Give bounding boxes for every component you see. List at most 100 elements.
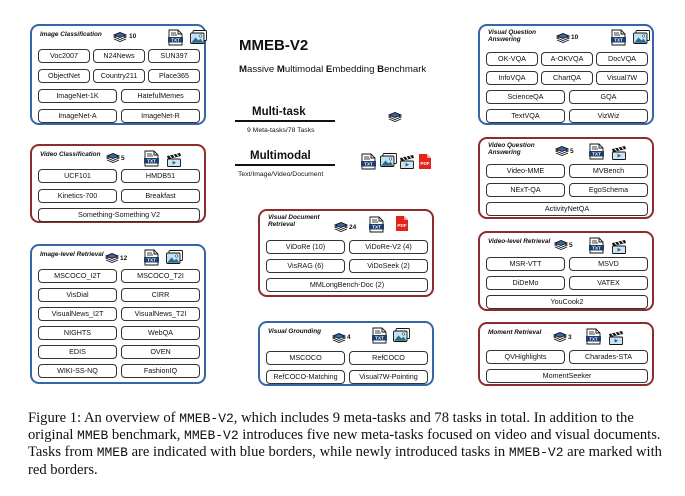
text-document-icon-wrap: TXT bbox=[168, 29, 183, 51]
task-cell: VisualNews_I2T bbox=[38, 307, 117, 321]
subtitle-word-rest: mbedding bbox=[332, 64, 378, 75]
task-count-icon-wrap bbox=[331, 332, 347, 350]
text-document-icon: TXT bbox=[369, 216, 384, 233]
task-cell: ViDoSeek (2) bbox=[349, 259, 428, 273]
video-icon bbox=[612, 240, 626, 254]
benchmark-title: MMEB-V2 bbox=[239, 37, 309, 54]
task-count: 10 bbox=[571, 34, 579, 41]
task-cell: MSR-VTT bbox=[486, 257, 565, 271]
panel-title-line: Video-level Retrieval bbox=[488, 238, 551, 245]
panel-title: Image-level Retrieval bbox=[40, 251, 104, 258]
caption-code-term: MMEB-V2 bbox=[184, 428, 239, 444]
svg-text:TXT: TXT bbox=[592, 151, 601, 156]
task-cell: DocVQA bbox=[596, 52, 648, 66]
text-document-icon-wrap: TXT bbox=[589, 237, 604, 259]
image-icon-wrap bbox=[190, 30, 207, 49]
task-count: 5 bbox=[569, 242, 573, 249]
svg-text:TXT: TXT bbox=[592, 245, 601, 250]
task-cell: TextVQA bbox=[486, 109, 565, 123]
task-count: 4 bbox=[347, 334, 351, 341]
task-cell: WebQA bbox=[121, 326, 200, 340]
video-icon bbox=[400, 155, 414, 169]
subtitle-word-rest: assive bbox=[247, 64, 277, 75]
text-document-icon: TXT bbox=[589, 237, 604, 254]
task-cell: ObjectNet bbox=[38, 69, 90, 83]
caption-code-term: MMEB bbox=[96, 445, 128, 461]
task-cell: MSVD bbox=[569, 257, 648, 271]
pdf-icon: PDF bbox=[419, 154, 431, 169]
panel-title-line: Visual Grounding bbox=[268, 328, 322, 335]
task-count-icon-wrap bbox=[333, 221, 349, 239]
multitask-heading: Multi-task bbox=[252, 106, 306, 118]
image-icon-wrap bbox=[393, 328, 410, 347]
text-document-icon: TXT bbox=[144, 150, 159, 167]
task-count: 5 bbox=[121, 155, 125, 162]
layers-icon bbox=[387, 112, 403, 122]
text-document-icon-wrap: TXT bbox=[611, 29, 626, 51]
text-document-icon-wrap: TXT bbox=[144, 249, 159, 271]
task-count-icon-wrap bbox=[554, 145, 570, 163]
multimodal-divider bbox=[235, 164, 335, 166]
panel-title: Image Classification bbox=[40, 31, 102, 38]
text-document-icon-wrap: TXT bbox=[361, 153, 376, 175]
task-cell: InfoVQA bbox=[486, 71, 538, 85]
pdf-icon: PDF bbox=[396, 216, 408, 231]
task-cell: FashionIQ bbox=[121, 364, 200, 378]
figure-caption: Figure 1: An overview of MMEB-V2, which … bbox=[28, 410, 662, 479]
caption-text: Figure 1: An overview of bbox=[28, 410, 180, 426]
task-cell: RefCOCO bbox=[349, 351, 428, 365]
task-cell: ViDoRe (10) bbox=[266, 240, 345, 254]
task-cell: N24News bbox=[93, 49, 145, 63]
subtitle-word-rest: ultimodal bbox=[284, 64, 326, 75]
task-cell: Visual7W-Pointing bbox=[349, 370, 428, 384]
benchmark-subtitle: Massive Multimodal Embedding Benchmark bbox=[239, 64, 426, 75]
task-cell: VisualNews_T2I bbox=[121, 307, 200, 321]
panel-title: Video Classification bbox=[40, 151, 101, 158]
subtitle-word-rest: enchmark bbox=[384, 64, 427, 75]
task-cell: ChartQA bbox=[541, 71, 593, 85]
layers-icon bbox=[331, 333, 347, 343]
layers-icon bbox=[105, 153, 121, 163]
multitask-icon-group bbox=[387, 111, 403, 129]
caption-code-term: MMEB bbox=[77, 428, 109, 444]
subtitle-initial: B bbox=[377, 64, 385, 75]
video-icon bbox=[612, 146, 626, 160]
caption-text: , which includes 9 meta-tasks and 78 tas… bbox=[28, 410, 634, 444]
panel-title-line: Visual Question bbox=[488, 29, 537, 36]
task-count-icon-wrap bbox=[552, 331, 568, 349]
video-icon-wrap bbox=[608, 329, 624, 350]
svg-text:PDF: PDF bbox=[420, 161, 429, 166]
task-cell: ImageNet-1K bbox=[38, 89, 117, 103]
panel-title-line: Answering bbox=[488, 149, 521, 157]
text-document-icon: TXT bbox=[168, 29, 183, 46]
task-count: 24 bbox=[349, 224, 357, 231]
task-cell: NIGHTS bbox=[38, 326, 117, 340]
task-cell: OK-VQA bbox=[486, 52, 538, 66]
svg-text:TXT: TXT bbox=[589, 336, 598, 341]
video-icon-wrap bbox=[399, 153, 415, 174]
text-document-icon: TXT bbox=[372, 327, 387, 344]
layers-icon bbox=[333, 222, 349, 232]
task-cell: MSCOCO bbox=[266, 351, 345, 365]
task-count-icon-wrap bbox=[112, 31, 128, 49]
task-cell: VisRAG (6) bbox=[266, 259, 345, 273]
text-document-icon: TXT bbox=[611, 29, 626, 46]
task-cell: Place365 bbox=[148, 69, 200, 83]
task-cell: ActivityNetQA bbox=[486, 202, 648, 216]
caption-text: are marked with red borders. bbox=[28, 444, 662, 478]
task-count-icon-wrap bbox=[105, 152, 121, 170]
task-cell: OVEN bbox=[121, 345, 200, 359]
panel-title-line: Video Classification bbox=[40, 151, 101, 158]
video-icon bbox=[167, 153, 181, 167]
task-cell: CIRR bbox=[121, 288, 200, 302]
task-cell: NExT-QA bbox=[486, 183, 565, 197]
task-cell: Something-Something V2 bbox=[38, 208, 200, 222]
video-icon-wrap bbox=[611, 144, 627, 165]
text-document-icon: TXT bbox=[589, 143, 604, 160]
svg-text:TXT: TXT bbox=[364, 161, 373, 166]
task-cell: HatefulMemes bbox=[121, 89, 200, 103]
